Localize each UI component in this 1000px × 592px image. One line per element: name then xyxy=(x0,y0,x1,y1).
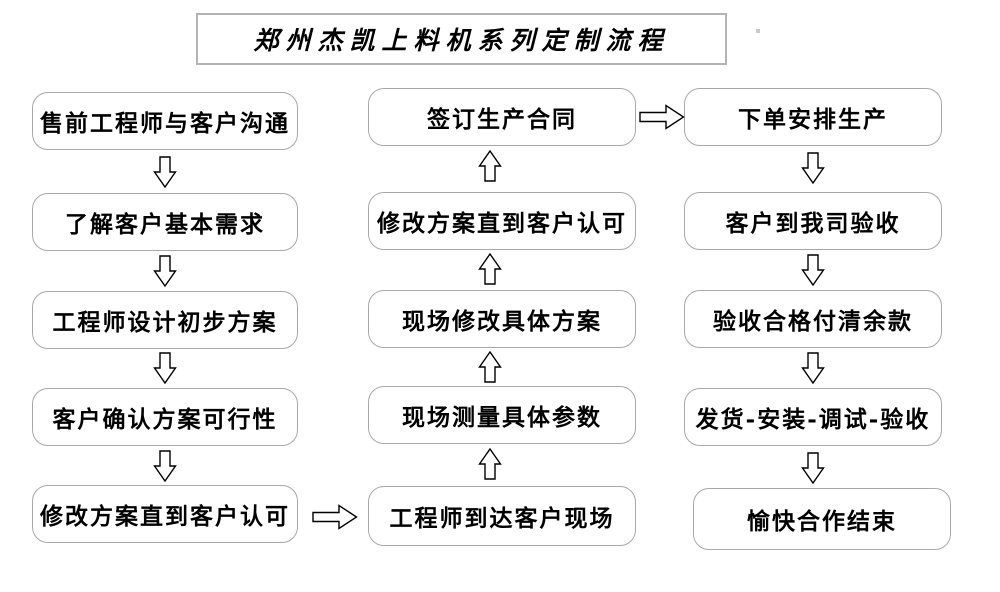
step-customer-acceptance: 客户到我司验收 xyxy=(684,192,942,250)
scan-artifact-dot xyxy=(756,29,760,33)
arrow-right-icon xyxy=(639,104,685,130)
step-place-order-production: 下单安排生产 xyxy=(684,88,942,146)
step-ship-install-debug: 发货-安装-调试-验收 xyxy=(684,388,942,446)
step-pay-balance: 验收合格付清余款 xyxy=(684,290,942,348)
step-presales-communication: 售前工程师与客户沟通 xyxy=(32,92,298,150)
arrow-down-icon xyxy=(801,152,825,184)
arrow-down-icon xyxy=(153,156,177,188)
arrow-up-icon xyxy=(478,351,502,383)
arrow-up-icon xyxy=(478,150,502,182)
step-onsite-modify-plan: 现场修改具体方案 xyxy=(368,290,636,348)
arrow-up-icon xyxy=(478,448,502,480)
arrow-down-icon xyxy=(153,450,177,482)
flowchart-title: 郑州杰凯上料机系列定制流程 xyxy=(196,13,727,65)
step-engineer-arrives-site: 工程师到达客户现场 xyxy=(368,486,636,546)
arrow-right-icon xyxy=(312,504,358,530)
arrow-up-icon xyxy=(478,253,502,285)
step-sign-contract: 签订生产合同 xyxy=(368,88,636,146)
step-revise-until-approved-1: 修改方案直到客户认可 xyxy=(32,485,298,543)
arrow-down-icon xyxy=(801,352,825,384)
arrow-down-icon xyxy=(153,352,177,384)
step-onsite-measure-params: 现场测量具体参数 xyxy=(368,386,636,444)
arrow-down-icon xyxy=(801,452,825,484)
step-happy-cooperation-end: 愉快合作结束 xyxy=(693,488,951,550)
step-confirm-feasibility: 客户确认方案可行性 xyxy=(32,388,298,446)
step-revise-until-approved-2: 修改方案直到客户认可 xyxy=(368,192,636,250)
arrow-down-icon xyxy=(801,254,825,286)
step-preliminary-design: 工程师设计初步方案 xyxy=(32,291,298,349)
arrow-down-icon xyxy=(153,255,177,287)
step-understand-needs: 了解客户基本需求 xyxy=(32,193,298,251)
